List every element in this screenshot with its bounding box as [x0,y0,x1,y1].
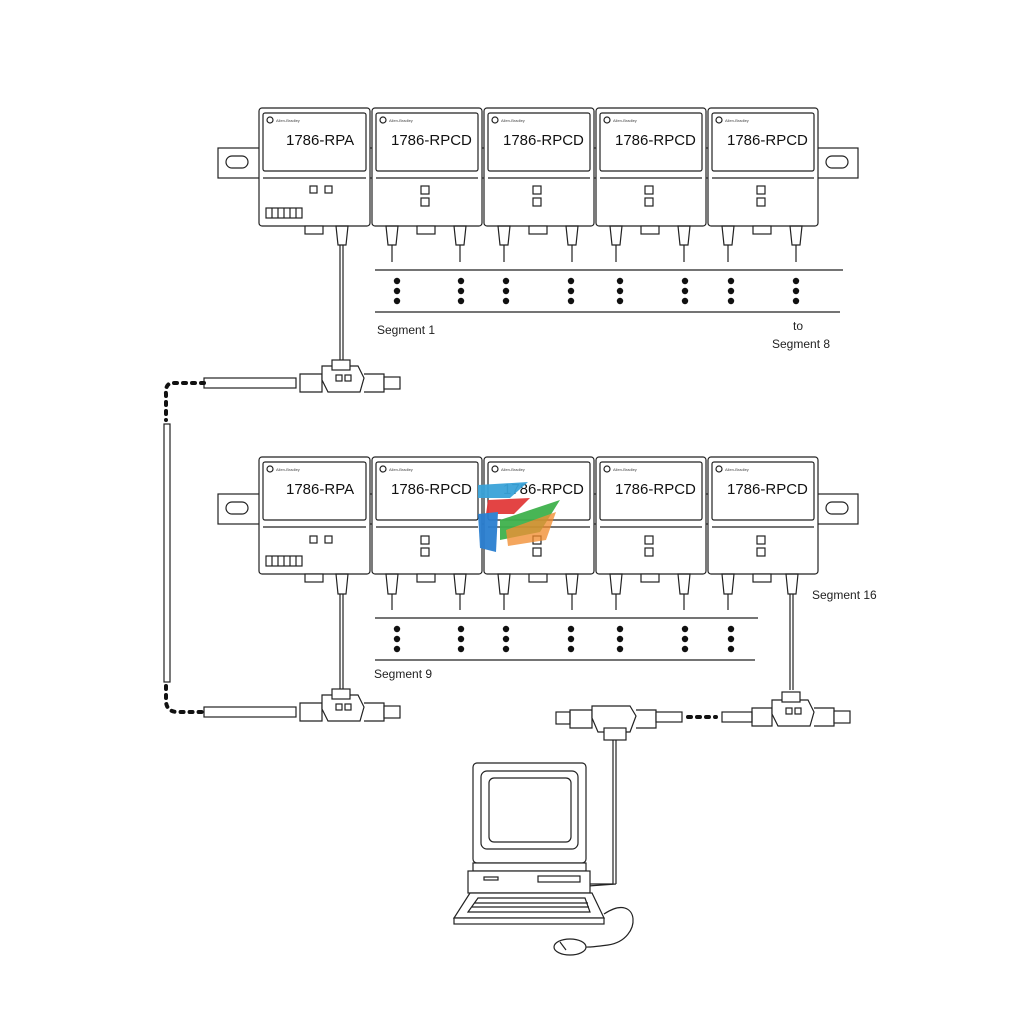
segment-drops [375,594,758,661]
module-model: 1786-RPCD [727,132,808,149]
brand-logo-icon [266,116,274,124]
module-model: 1786-RPA [286,481,354,498]
segment-label-end: Segment 8 [772,337,830,351]
module-rpcd: Allen-Bradley 1786-RPCD [371,107,483,246]
segment-dots [393,277,800,305]
rail-slot-left [225,155,249,169]
segment-drops [375,245,843,313]
segment-label-to: to [793,319,803,333]
segment-label-start: Segment 1 [377,323,435,337]
tap-connector [555,705,683,741]
module-rpcd: Allen-Bradley 1786-RPCD [707,107,819,246]
svg-text:Allen-Bradley: Allen-Bradley [501,118,525,123]
module-rpcd: Allen-Bradley 1786-RPCD [707,456,819,595]
module-rpcd: Allen-Bradley 1786-RPCD [595,107,707,246]
svg-text:Allen-Bradley: Allen-Bradley [613,467,637,472]
module-rpcd: Allen-Bradley 1786-RPCD [483,107,595,246]
module-model: 1786-RPA [286,132,354,149]
module-model: 1786-RPCD [391,132,472,149]
tap-connector [721,691,851,727]
module-model: 1786-RPCD [615,132,696,149]
watermark-logo [478,482,560,552]
module-rpcd: Allen-Bradley 1786-RPCD [595,456,707,595]
keyboard-icon [452,892,605,919]
segment-dots [393,625,735,653]
svg-text:Allen-Bradley: Allen-Bradley [613,118,637,123]
mouse-icon [553,938,587,956]
module-brand: Allen-Bradley [276,118,300,123]
module-adapter: Allen-Bradley 1786-RPA [258,456,371,595]
rail-slot-right [825,155,849,169]
rack-1: Allen-Bradley 1786-RPA Allen-Bradley 178… [217,107,859,351]
segment-label-end: Segment 16 [812,588,877,602]
tap-connector [203,359,401,393]
module-model: 1786-RPCD [615,481,696,498]
svg-text:Allen-Bradley: Allen-Bradley [389,118,413,123]
module-model: 1786-RPCD [503,132,584,149]
segment-label-start: Segment 9 [374,667,432,681]
module-rpcd: Allen-Bradley 1786-RPCD [371,456,483,595]
svg-text:Allen-Bradley: Allen-Bradley [725,118,749,123]
svg-text:Allen-Bradley: Allen-Bradley [276,467,300,472]
module-model: 1786-RPCD [391,481,472,498]
tap-connector [203,688,401,722]
backbone-cable [163,423,171,683]
svg-text:Allen-Bradley: Allen-Bradley [725,467,749,472]
dotted-link [163,381,206,422]
svg-text:Allen-Bradley: Allen-Bradley [501,467,525,472]
computer-icon [452,762,605,925]
rack-2: Allen-Bradley 1786-RPA Allen-Bradley 178… [217,456,877,681]
module-model: 1786-RPCD [727,481,808,498]
module-adapter: Allen-Bradley 1786-RPA [258,107,371,246]
svg-text:Allen-Bradley: Allen-Bradley [389,467,413,472]
